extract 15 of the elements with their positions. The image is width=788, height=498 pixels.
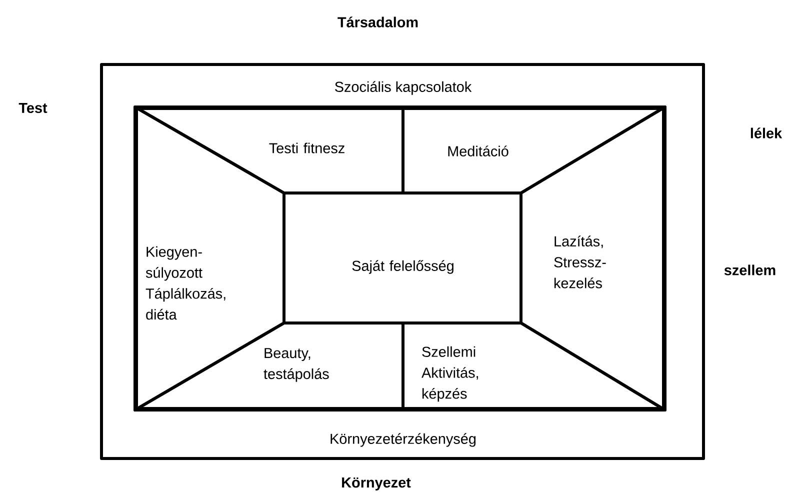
side-label: szellem <box>724 264 776 276</box>
inner-box <box>135 107 665 410</box>
section-label: Környezetérzékenység <box>330 433 476 447</box>
side-label: Test <box>18 102 48 114</box>
trapezoid-field: Beauty, testápolás <box>134 322 404 412</box>
trapezoid-field: Szellemi Aktivitás, képzés <box>402 322 666 412</box>
section-label: Szociális kapcsolatok <box>335 81 472 95</box>
side-label: Társadalom <box>338 16 418 28</box>
trapezoid-field: Lazítás, Stressz- kezelés <box>520 106 666 412</box>
side-label: Környezet <box>342 478 411 490</box>
trapezoid-field: Meditáció <box>402 106 666 194</box>
center-box: Saját felelősség <box>282 192 522 324</box>
frame-box <box>100 62 705 460</box>
side-label: lélek <box>750 128 782 138</box>
trapezoid-field: Testi fitnesz <box>134 106 404 194</box>
